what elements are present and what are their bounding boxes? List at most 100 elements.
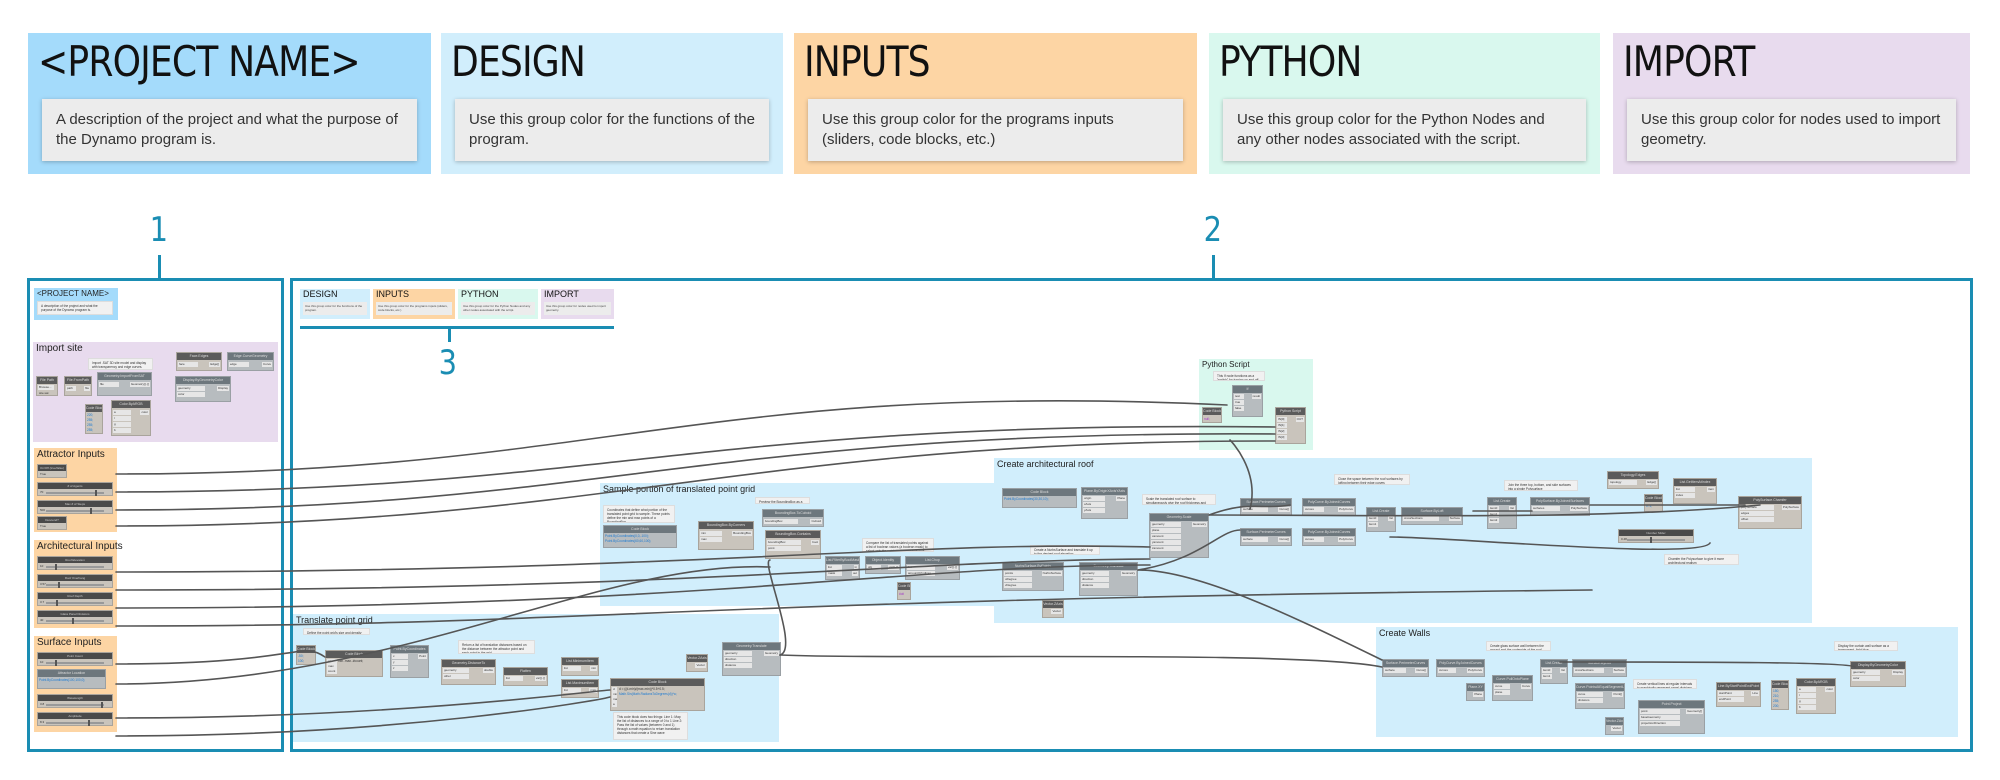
node-walls-code-color[interactable]: Code Block 150; 210; 255; 200; xyxy=(1771,680,1789,710)
node-import-sat[interactable]: Geometry.ImportFromSAT file Geometry[]..… xyxy=(97,372,152,396)
node-if[interactable]: If test true false result xyxy=(1232,385,1263,417)
mini-legend-import: IMPORT Use this group color for nodes us… xyxy=(541,289,614,319)
node-object-identity[interactable]: Object.Identity obj var[]..[] xyxy=(865,556,901,574)
node-walls-list-create[interactable]: List.Create item0 item1 list xyxy=(1540,659,1568,684)
node-min-item[interactable]: List.MinimumItem list min xyxy=(561,657,599,676)
node-face-edges[interactable]: Face.Edges face Edge[] xyxy=(176,352,222,371)
node-list-create-2[interactable]: List.Create item0 item1 item2 list xyxy=(1487,497,1517,529)
slider-thumb[interactable] xyxy=(54,660,57,666)
toggle-descend[interactable]: Descend? True xyxy=(37,516,67,530)
slider-thumb[interactable] xyxy=(56,600,59,606)
node-code-range-small[interactable]: Code Block -50; 100; xyxy=(296,645,316,665)
node-list-chop[interactable]: List.Chop list amountOrIndices var[]..[] xyxy=(905,556,960,580)
node-edge-curve[interactable]: Edge.CurveGeometry edge Curve xyxy=(227,352,274,371)
panel1-project-title: <PROJECT NAME> xyxy=(37,289,109,298)
legend-note-design: Use this group color for the functions o… xyxy=(455,99,769,161)
slider-thumb[interactable] xyxy=(57,582,60,588)
node-max-item[interactable]: List.MaximumItem list max xyxy=(561,679,599,698)
node-code-block-color[interactable]: Code Block 220; 255; 255; 255; xyxy=(85,404,103,434)
node-list-create-1[interactable]: List.Create item0 item1 list xyxy=(1366,507,1396,532)
node-perimeter-1[interactable]: Surface.PerimeterCurves surface Curve[] xyxy=(1240,498,1292,516)
slider-wavelength[interactable]: Wavelength 3.8 xyxy=(37,694,113,708)
node-get-item[interactable]: List.GetItemAtIndex list index item xyxy=(1673,478,1717,504)
slider-glass-divisions[interactable]: Glass Panel Divisions 40 xyxy=(37,610,113,624)
node-point-coords[interactable]: Point.ByCoordinates x y z Point xyxy=(390,645,429,678)
slider-thumb[interactable] xyxy=(72,618,75,624)
node-points-at-length[interactable]: Curve.PointsAtEqualSegmentLength curve d… xyxy=(1575,683,1625,709)
walls-title: Create Walls xyxy=(1379,628,1431,638)
slider-thumb[interactable] xyxy=(89,508,92,514)
slider-thumb[interactable] xyxy=(87,720,90,726)
roof-note-3: Close the space between the roof surface… xyxy=(1334,474,1410,485)
node-file-from-path[interactable]: File.FromPath path file xyxy=(64,376,92,396)
node-walls-display[interactable]: Display.ByGeometryColor geometry color D… xyxy=(1850,661,1906,687)
node-code-sine[interactable]: Code Block d min max a d = ((d-min)/(max… xyxy=(610,678,705,711)
node-topology-edges[interactable]: Topology.Edges topology Edge[] xyxy=(1607,471,1659,489)
node-walls-loft[interactable]: Surface.ByLoft crossSections Surface xyxy=(1572,659,1627,677)
slider-roof-elevation[interactable]: Roof Elevation 10 xyxy=(37,556,113,570)
slider-max-steps[interactable]: Max # of Steps 500 xyxy=(37,500,113,514)
node-polysurface-joined[interactable]: PolySurface.ByJoinedSurfaces surfaces Po… xyxy=(1530,497,1590,516)
node-line-start-end[interactable]: Line.ByStartPointEndPoint startPoint end… xyxy=(1716,682,1761,707)
node-nurbs-points[interactable]: NurbsSurface.ByPoints points uDegree vDe… xyxy=(1002,562,1064,591)
node-code-chop[interactable]: Code Block #ofcorg; xyxy=(897,582,911,600)
translate-grid-group: Translate point grid Define the point gr… xyxy=(293,614,781,742)
slider-agents[interactable]: # of Agents 70 xyxy=(37,482,113,496)
node-geometry-scale[interactable]: Geometry.Scale geometry plane xamount ya… xyxy=(1149,513,1209,558)
roof-group: Create architectural roof Scale the tran… xyxy=(994,458,1812,623)
node-point-project[interactable]: Point.Project point baseGeometry project… xyxy=(1638,700,1705,734)
callout-2: 2 xyxy=(1203,210,1223,250)
node-python-script[interactable]: Python Script IN[0] IN[1] IN[2] IN[3] OU… xyxy=(1275,407,1306,444)
slider-roof-overhang[interactable]: Roof Overhang 3.57 xyxy=(37,574,113,588)
node-walls-perimeter[interactable]: Surface.PerimeterCurves surface Curve[] xyxy=(1382,659,1429,677)
slider-thumb[interactable] xyxy=(1650,537,1653,543)
node-pull-onto-plane[interactable]: Curve.PullOntoPlane curve plane Curve xyxy=(1492,675,1533,701)
roof-note-4: Join the three top, bottom, and side sur… xyxy=(1504,480,1578,491)
slider-point-count[interactable]: Point Count 10 xyxy=(37,652,113,666)
node-roof-translate[interactable]: Geometry.Translate geometry direction di… xyxy=(1079,562,1138,596)
node-roof-vector-z[interactable]: Vector.ZAxis Vector xyxy=(1042,600,1064,618)
legend-group-import: IMPORT Use this group color for nodes us… xyxy=(1613,33,1970,174)
sample-note-1: Coordinates that define what portion of … xyxy=(603,505,675,523)
node-code-index[interactable]: Code Block 0..1; xyxy=(1644,494,1663,512)
translate-grid-title: Translate point grid xyxy=(296,615,373,625)
node-display-geometry[interactable]: Display.ByGeometryColor geometry color D… xyxy=(175,376,231,402)
legend-group-design: DESIGN Use this group color for the func… xyxy=(441,33,783,174)
node-perimeter-2[interactable]: Surface.PerimeterCurves surface Curve[] xyxy=(1240,528,1292,546)
node-surface-loft[interactable]: Surface.ByLoft crossSections Surface xyxy=(1401,507,1463,525)
node-color-argb[interactable]: Color.ByARGB a r g b color xyxy=(111,400,151,436)
code-attractor-location[interactable]: Attractor Location Point.ByCoordinates(1… xyxy=(37,669,106,689)
node-bb-corners[interactable]: BoundingBox.ByCorners min max BoundingBo… xyxy=(698,521,754,550)
node-file-path[interactable]: File Path Browse... site.sat xyxy=(36,376,58,396)
toggle-on-off[interactable]: On/Off (true/false) True xyxy=(37,464,67,478)
node-bb-contains[interactable]: BoundingBox.Contains boundingBox point b… xyxy=(765,530,821,559)
node-bb-cuboid[interactable]: BoundingBox.ToCuboid boundingBox Cuboid xyxy=(762,509,824,527)
browse-button[interactable]: Browse... xyxy=(38,385,54,390)
node-plane-xy[interactable]: Plane.XY Plane xyxy=(1466,683,1485,701)
slider-thumb[interactable] xyxy=(95,490,98,496)
node-grid-translate[interactable]: Geometry.Translate geometry direction di… xyxy=(722,642,781,676)
architectural-inputs-title: Architectural Inputs xyxy=(37,541,123,552)
node-polycurve-2[interactable]: PolyCurve.ByJoinedCurves curves PolyCurv… xyxy=(1302,528,1356,546)
node-distance-to[interactable]: Geometry.DistanceTo geometry other doubl… xyxy=(441,659,496,685)
slider-amplitude[interactable]: Amplitude 8.3 xyxy=(37,712,113,726)
node-polysurface-chamfer[interactable]: PolySurface.Chamfer polySurface edges of… xyxy=(1738,496,1802,529)
slider-chamfer-offset[interactable]: Number Slider 0.48 xyxy=(1618,529,1694,543)
node-translate-vector-z[interactable]: Vector.ZAxis Vector xyxy=(686,654,708,672)
node-polycurve-1[interactable]: PolyCurve.ByJoinedCurves curves PolyCurv… xyxy=(1302,498,1356,516)
node-walls-vector-z[interactable]: Vector.ZAxis Vector xyxy=(1605,717,1624,735)
node-flatten[interactable]: Flatten list var[]..[] xyxy=(503,667,548,686)
attractor-inputs-title: Attractor Inputs xyxy=(37,449,105,460)
node-code-null[interactable]: Code Block null; xyxy=(1202,407,1222,423)
node-filter-bool[interactable]: List.FilterByBoolMask list mask in out xyxy=(825,556,860,580)
node-walls-polycurve[interactable]: PolyCurve.ByJoinedCurves curves PolyCurv… xyxy=(1436,659,1485,677)
slider-roof-depth[interactable]: Roof Depth 3.7 xyxy=(37,592,113,606)
node-code-roof-origin[interactable]: Code Block Point.ByCoordinates(30,30,10)… xyxy=(1002,488,1077,508)
node-code-range[interactable]: Code Block min max count min..max..#coun… xyxy=(325,650,383,677)
roof-title: Create architectural roof xyxy=(997,459,1094,469)
node-plane-origin[interactable]: Plane.ByOriginXAxisYAxis origin xAxis yA… xyxy=(1081,487,1128,519)
slider-thumb[interactable] xyxy=(54,564,57,570)
node-code-bb-points[interactable]: Code Block Point.ByCoordinates(0,0,-100)… xyxy=(603,525,677,548)
node-walls-color-argb[interactable]: Color.ByARGB a r g b color xyxy=(1796,678,1836,714)
slider-thumb[interactable] xyxy=(101,702,104,708)
